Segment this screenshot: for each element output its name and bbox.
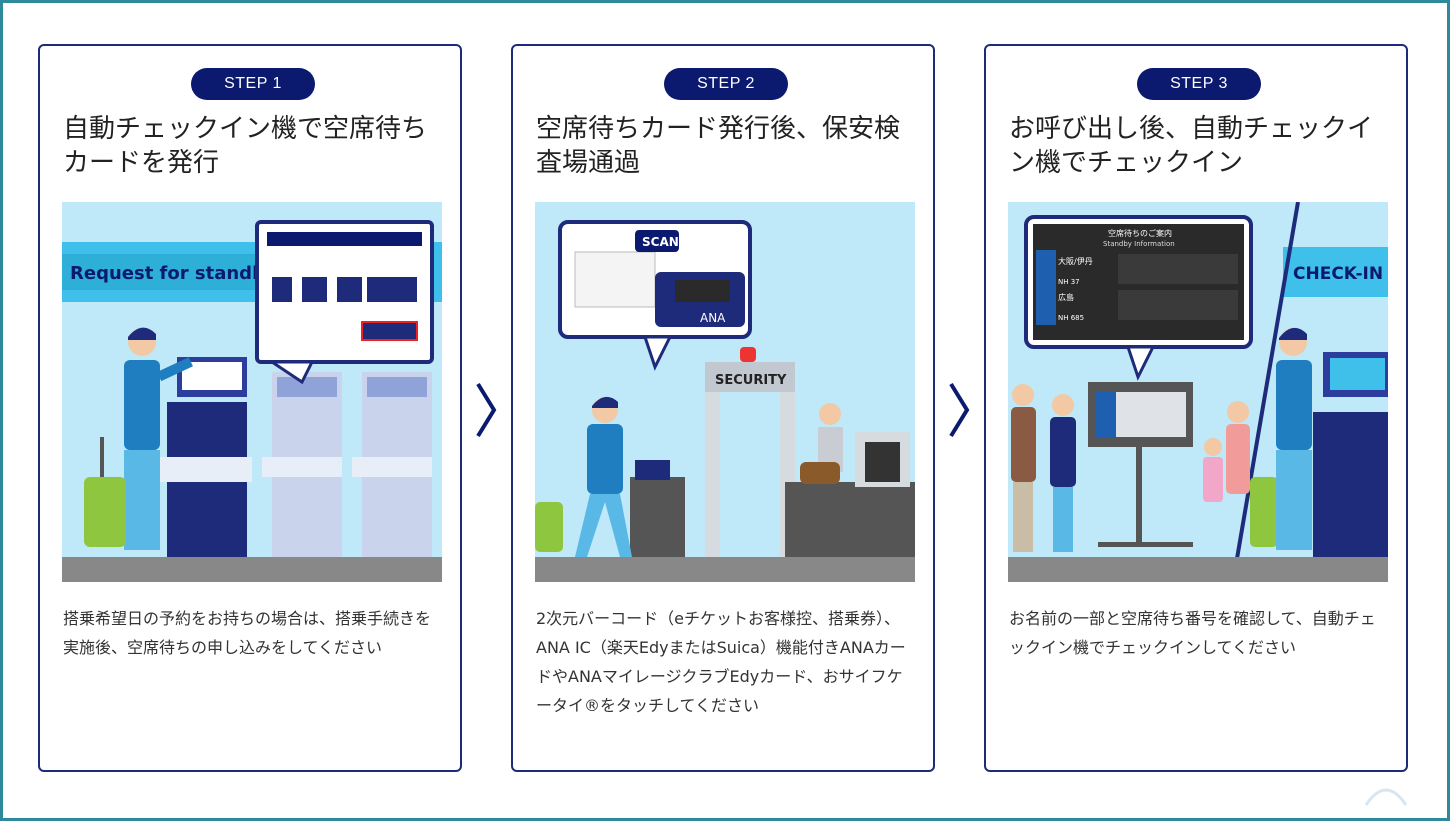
security-sign: SECURITY (715, 373, 787, 388)
step-description: 搭乗希望日の予約をお持ちの場合は、搭乗手続きを実施後、空席待ちの申し込みをしてく… (63, 609, 432, 657)
board-subtitle: Standby Information (1103, 240, 1175, 248)
step-title: 自動チェックイン機で空席待ちカードを発行 (63, 114, 428, 178)
scanner-label: ANA (700, 311, 726, 325)
step-card-2: STEP 2 空席待ちカード発行後、保安検査場通過 ANA SCAN SECUR… (511, 44, 935, 772)
step-description: お名前の一部と空席待ち番号を確認して、自動チェックイン機でチェックインしてくださ… (1009, 609, 1376, 657)
chevron-right-icon (476, 382, 497, 438)
security-illustration: ANA SCAN SECURITY (535, 202, 915, 582)
checkin-illustration: CHECK-IN 空席待ちのご案内 Standby Information 大阪… (1008, 202, 1388, 582)
board-dest-2: 広島 (1058, 292, 1074, 302)
step-title: お呼び出し後、自動チェックイン機でチェックイン (1009, 114, 1374, 178)
step-title: 空席待ちカード発行後、保安検査場通過 (536, 114, 901, 178)
scroll-indicator[interactable] (1362, 777, 1410, 807)
chevron-right-icon (949, 382, 970, 438)
scan-label: SCAN (642, 235, 679, 249)
step-badge: STEP 2 (664, 68, 788, 100)
step-badge: STEP 1 (191, 68, 315, 100)
checkin-sign-text: CHECK-IN (1293, 264, 1383, 284)
board-flight-2: NH 685 (1058, 314, 1084, 322)
kiosk-illustration: Request for standby (62, 202, 442, 582)
board-dest-1: 大阪/伊丹 (1058, 256, 1093, 266)
step-card-3: STEP 3 お呼び出し後、自動チェックイン機でチェックイン CHECK-IN … (984, 44, 1408, 772)
standby-sign-text: Request for standby (70, 263, 277, 284)
step-badge: STEP 3 (1137, 68, 1261, 100)
board-flight-1: NH 37 (1058, 278, 1080, 286)
step-description: 2次元バーコード（eチケットお客様控、搭乗券）、ANA IC（楽天EdyまたはS… (536, 609, 906, 715)
board-title: 空席待ちのご案内 (1108, 228, 1172, 238)
step-card-1: STEP 1 自動チェックイン機で空席待ちカードを発行 Request for … (38, 44, 462, 772)
